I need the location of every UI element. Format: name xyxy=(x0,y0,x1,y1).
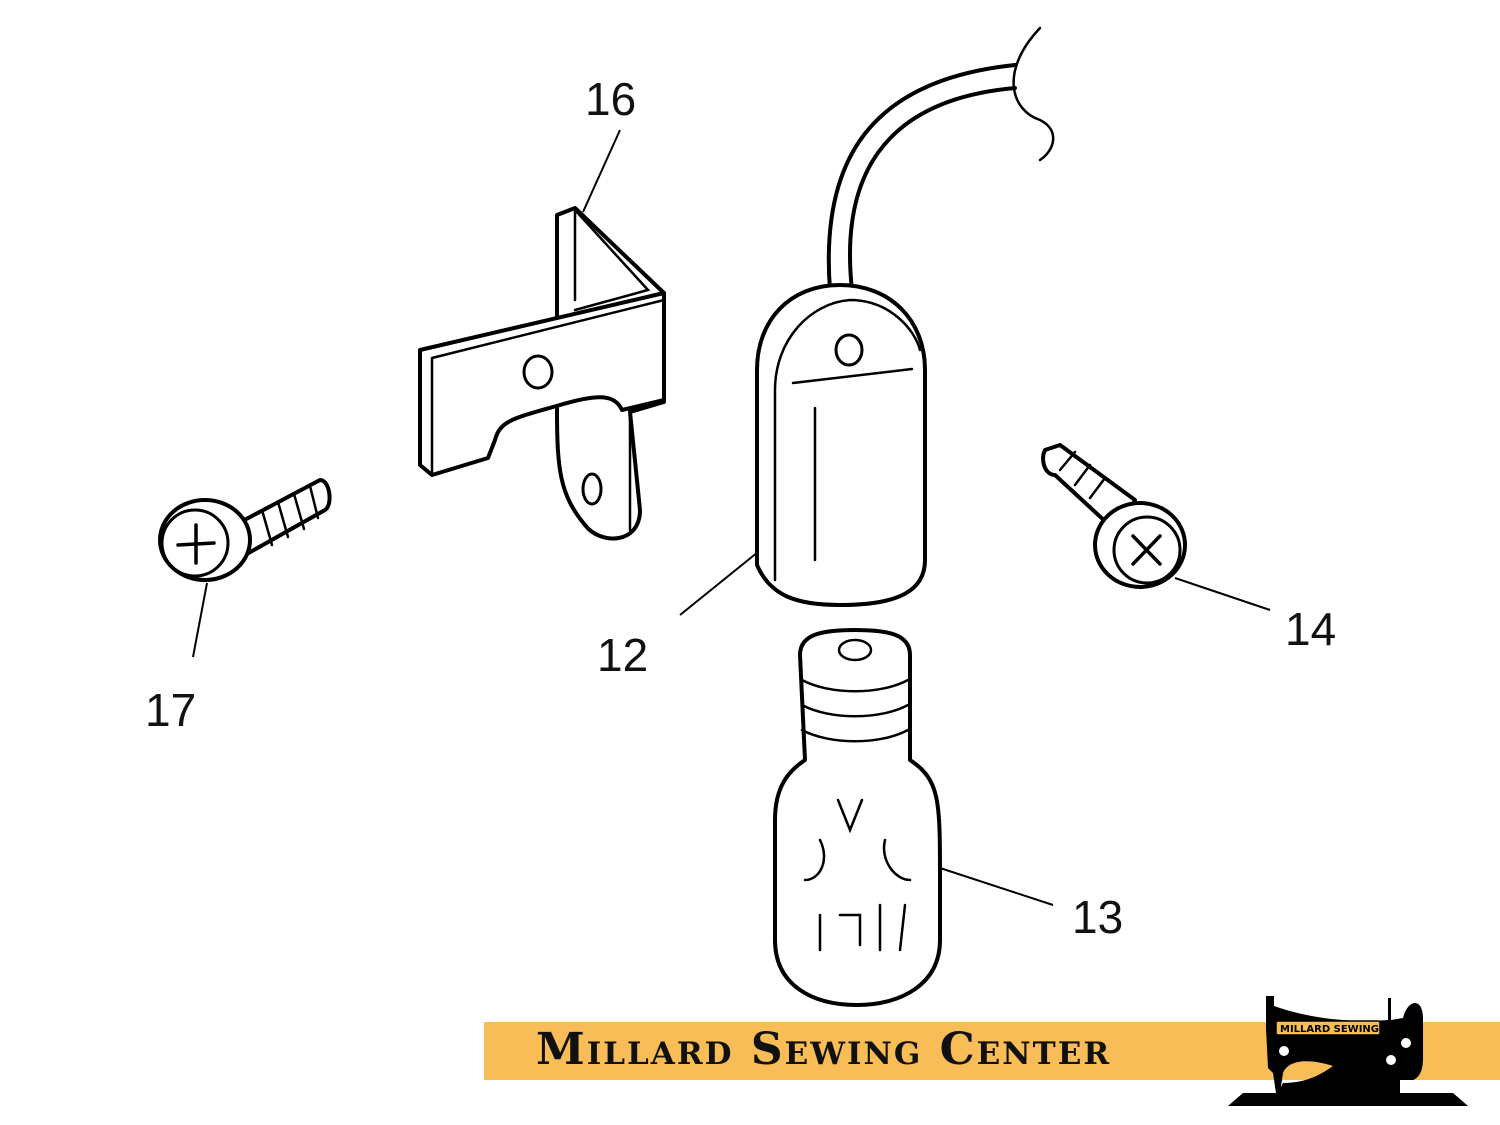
sewing-machine-logo: MILLARD SEWING xyxy=(1228,996,1468,1106)
part-number-14: 14 xyxy=(1285,603,1337,655)
bracket-part-16 xyxy=(418,206,666,541)
part-number-12: 12 xyxy=(597,629,649,681)
bulb-part-13 xyxy=(773,628,942,1007)
logo-label: MILLARD SEWING xyxy=(1280,1024,1379,1035)
screw-part-14 xyxy=(1041,443,1187,589)
part-number-17: 17 xyxy=(145,684,197,736)
lamp-socket-part-12 xyxy=(755,283,927,607)
brand-name: Millard Sewing Center xyxy=(536,1024,1112,1075)
part-number-13: 13 xyxy=(1072,891,1124,943)
leader-lines xyxy=(192,129,1271,906)
screw-part-17 xyxy=(158,478,332,582)
lamp-cord xyxy=(826,26,1055,292)
part-number-16: 16 xyxy=(585,73,637,125)
